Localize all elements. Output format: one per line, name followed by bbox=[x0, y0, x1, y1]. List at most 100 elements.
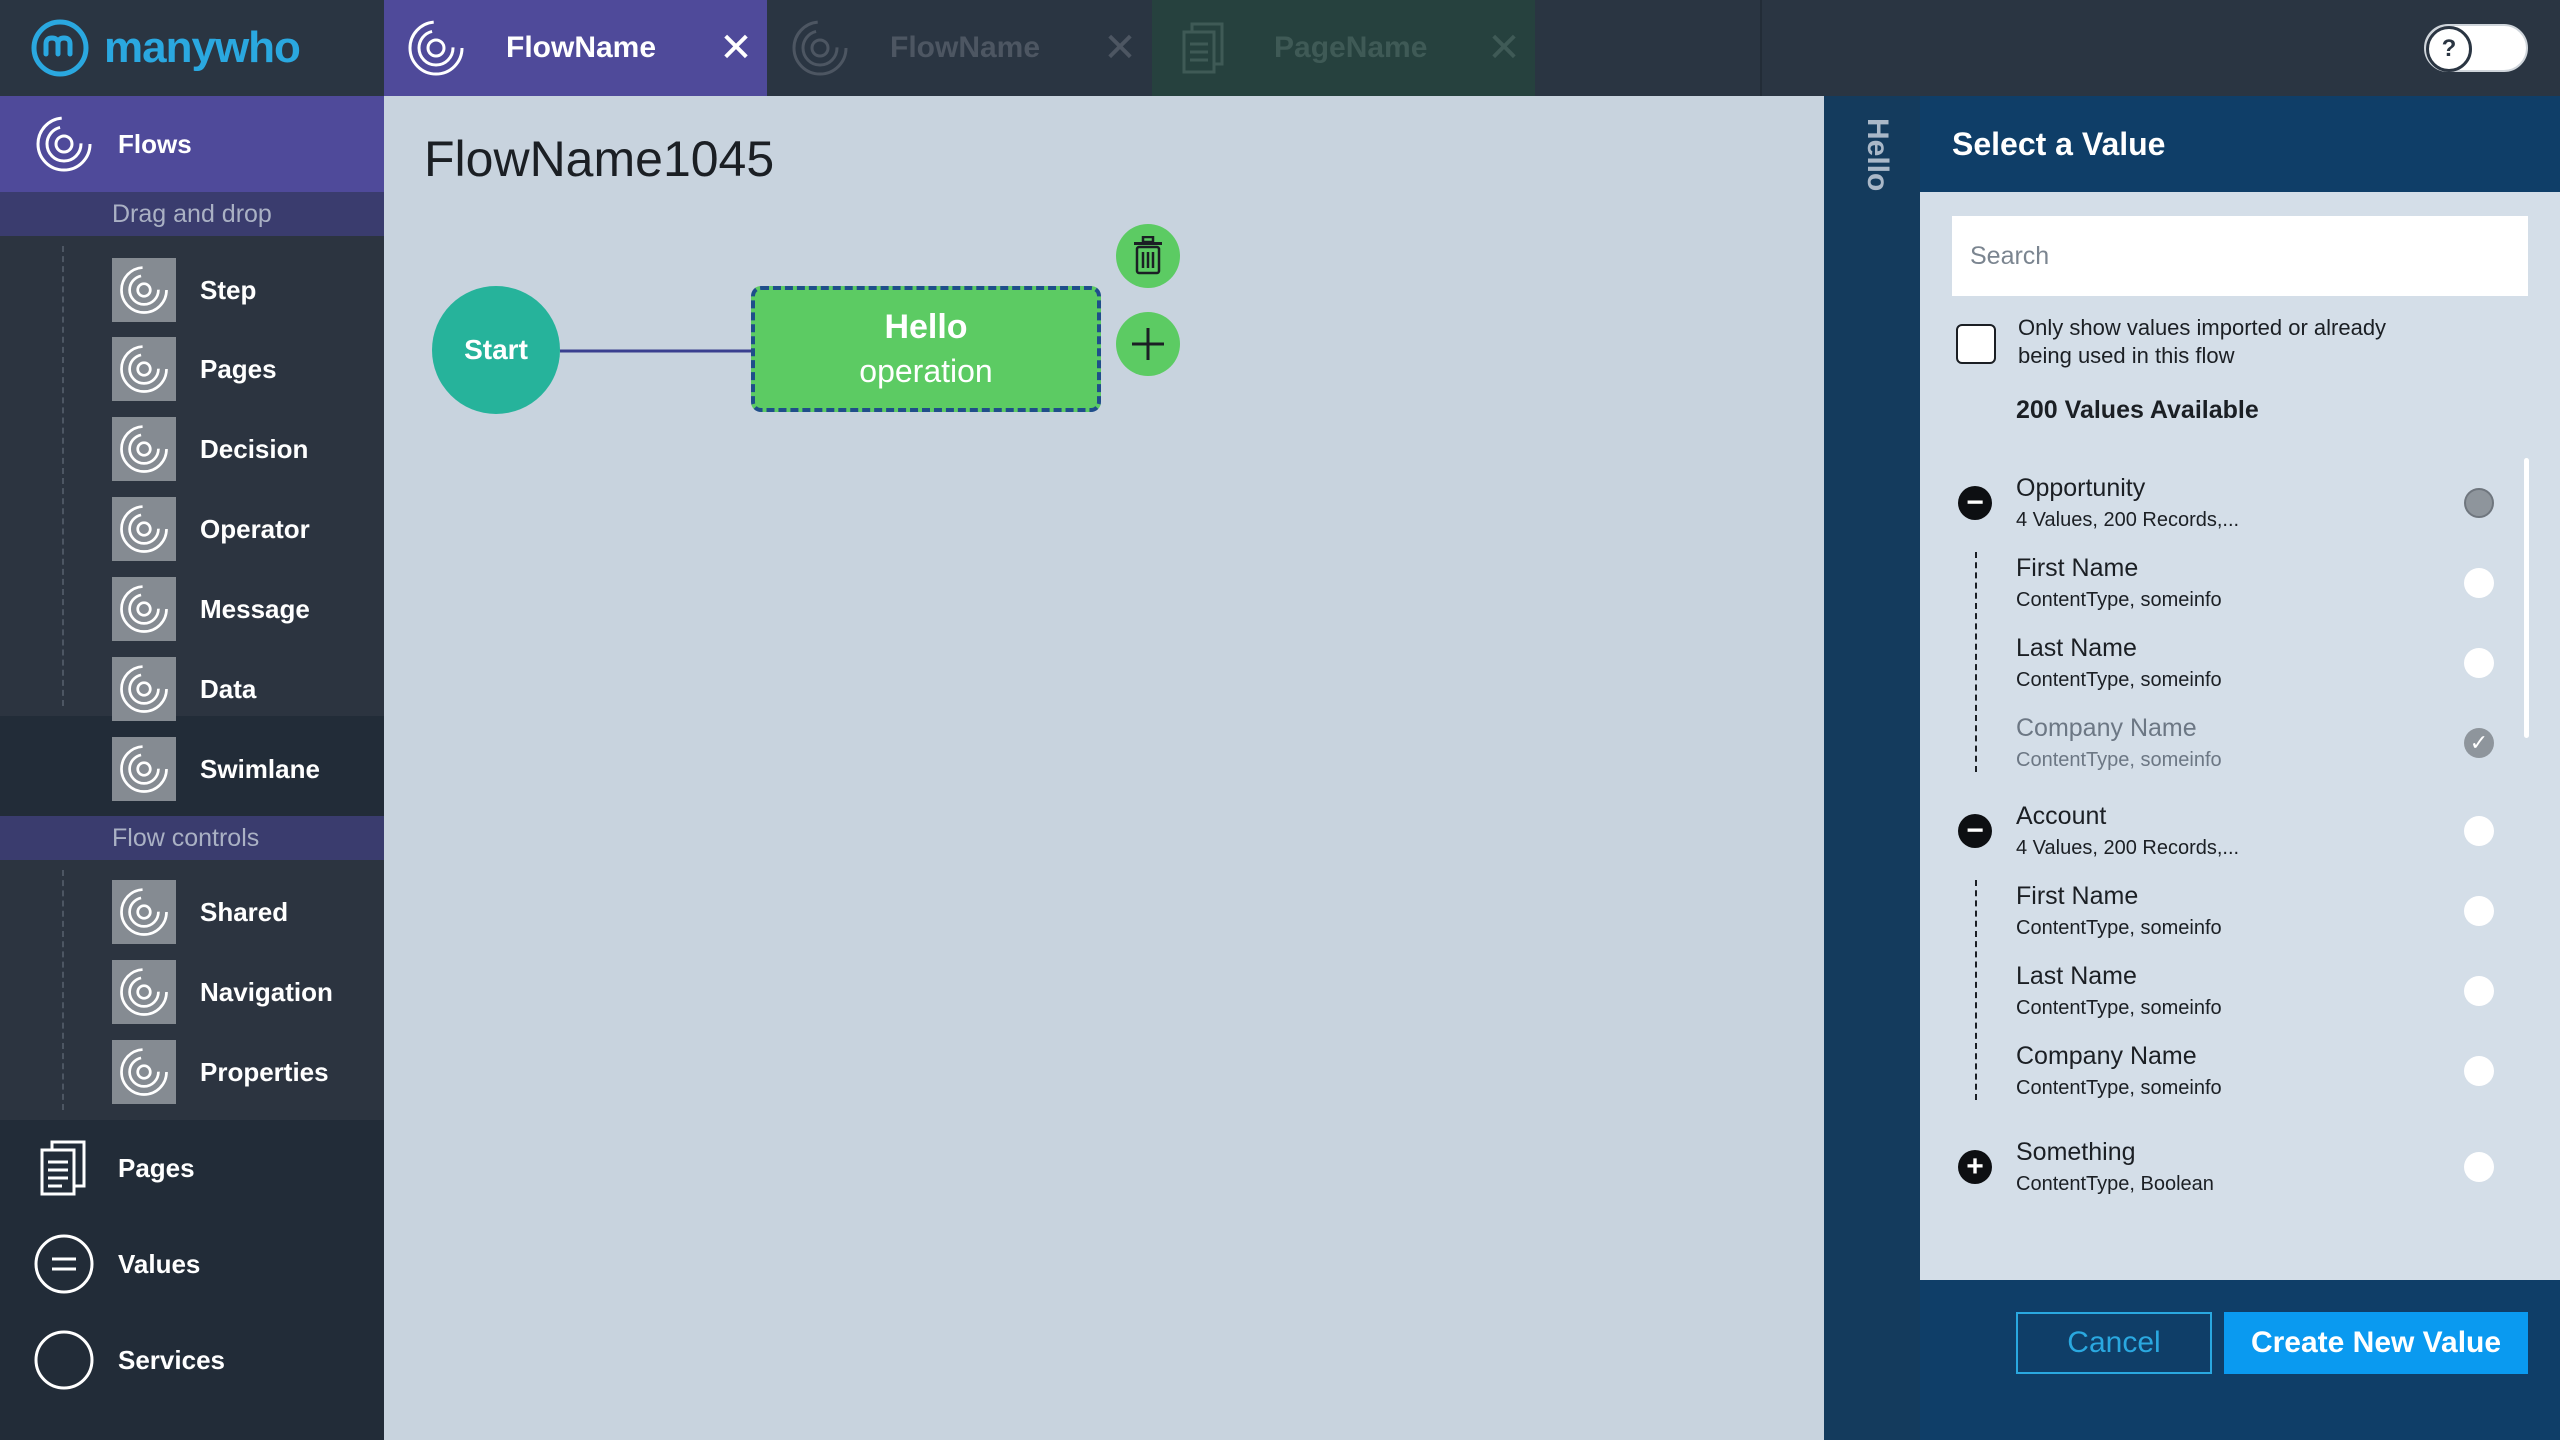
operation-type: operation bbox=[859, 353, 993, 389]
expand-icon[interactable]: + bbox=[1958, 1150, 1992, 1184]
value-group-opportunity[interactable]: Opportunity 4 Values, 200 Records,... bbox=[2016, 474, 2476, 532]
drag-item-step[interactable]: Step bbox=[112, 258, 256, 322]
add-node-button[interactable] bbox=[1116, 312, 1180, 376]
flow-title: FlowName1045 bbox=[424, 131, 775, 187]
operator-icon bbox=[112, 497, 176, 561]
value-group-account[interactable]: Account 4 Values, 200 Records,... bbox=[2016, 802, 2476, 860]
value-select-radio[interactable] bbox=[2464, 816, 2494, 846]
value-meta: ContentType, someinfo bbox=[2016, 589, 2222, 611]
shared-icon bbox=[112, 880, 176, 944]
close-icon[interactable]: ✕ bbox=[719, 26, 753, 70]
drag-item-operator[interactable]: Operator bbox=[112, 497, 310, 561]
tab-flow[interactable]: FlowName ✕ bbox=[768, 0, 1151, 96]
collapsed-panel-strip[interactable]: Hello bbox=[1824, 96, 1920, 1440]
value-meta: ContentType, someinfo bbox=[2016, 1077, 2222, 1099]
sidebar-item-pages[interactable]: Pages bbox=[0, 1120, 384, 1216]
value-select-radio[interactable] bbox=[2464, 648, 2494, 678]
control-item-label: Navigation bbox=[200, 976, 333, 1007]
operation-node[interactable]: Hello operation bbox=[751, 286, 1101, 412]
value-select-radio[interactable] bbox=[2464, 1152, 2494, 1182]
create-new-value-button[interactable]: Create New Value bbox=[2224, 1312, 2528, 1374]
sidebar-item-label: Services bbox=[118, 1344, 225, 1375]
search-input[interactable] bbox=[1952, 216, 2528, 296]
help-toggle[interactable]: ? bbox=[2424, 24, 2528, 72]
operation-name: Hello bbox=[884, 308, 968, 346]
control-item-shared[interactable]: Shared bbox=[112, 880, 288, 944]
control-item-label: Shared bbox=[200, 896, 289, 927]
flow-icon bbox=[408, 20, 464, 76]
drag-item-label: Data bbox=[200, 673, 257, 704]
value-item[interactable]: First Name ContentType, someinfo bbox=[2016, 882, 2476, 940]
value-name: Company Name bbox=[2016, 1042, 2197, 1070]
value-item[interactable]: Company Name ContentType, someinfo bbox=[2016, 1042, 2476, 1100]
collapse-icon[interactable]: − bbox=[1958, 486, 1992, 520]
section-flow-controls: Flow controls bbox=[0, 816, 384, 860]
drag-item-label: Message bbox=[200, 593, 310, 624]
swimlane-icon bbox=[112, 737, 176, 801]
value-item[interactable]: Last Name ContentType, someinfo bbox=[2016, 634, 2476, 692]
value-item[interactable]: First Name ContentType, someinfo bbox=[2016, 554, 2476, 612]
sidebar-item-services[interactable]: Services bbox=[0, 1312, 384, 1408]
cancel-button[interactable]: Cancel bbox=[2016, 1312, 2212, 1374]
data-icon bbox=[112, 657, 176, 721]
value-name: Company Name bbox=[2016, 714, 2197, 742]
drag-item-data[interactable]: Data bbox=[112, 657, 256, 721]
panel-title: Select a Value bbox=[1920, 96, 2560, 192]
flow-icon bbox=[36, 116, 92, 172]
value-item[interactable]: Last Name ContentType, someinfo bbox=[2016, 962, 2476, 1020]
drag-item-label: Step bbox=[200, 274, 257, 305]
drag-item-pages[interactable]: Pages bbox=[112, 337, 277, 401]
value-name: Last Name bbox=[2016, 962, 2137, 990]
drag-item-decision[interactable]: Decision bbox=[112, 417, 308, 481]
value-name: First Name bbox=[2016, 882, 2139, 910]
drag-item-swimlane[interactable]: Swimlane bbox=[112, 737, 320, 801]
value-meta: ContentType, someinfo bbox=[2016, 917, 2222, 939]
value-name: First Name bbox=[2016, 554, 2139, 582]
filter-label: Only show values imported or already bei… bbox=[2018, 315, 2387, 368]
flow-icon bbox=[792, 20, 848, 76]
value-name: Account bbox=[2016, 802, 2107, 830]
value-meta: ContentType, someinfo bbox=[2016, 749, 2222, 771]
tab-label: FlowName bbox=[506, 31, 657, 64]
control-item-label: Properties bbox=[200, 1056, 329, 1087]
panel-footer: Cancel Create New Value bbox=[1920, 1280, 2560, 1440]
value-meta: ContentType, someinfo bbox=[2016, 997, 2222, 1019]
sidebar-item-flows[interactable]: Flows bbox=[0, 96, 384, 192]
group-tree-line bbox=[1975, 880, 1977, 1100]
close-icon[interactable]: ✕ bbox=[1103, 26, 1137, 70]
value-select-radio[interactable] bbox=[2464, 976, 2494, 1006]
tab-flow-active[interactable]: FlowName ✕ bbox=[384, 0, 767, 96]
tab-page[interactable]: PageName ✕ bbox=[1152, 0, 1535, 96]
value-select-radio[interactable] bbox=[2464, 896, 2494, 926]
sidebar-item-values[interactable]: Values bbox=[0, 1216, 384, 1312]
collapsed-panel-label: Hello bbox=[1861, 118, 1894, 192]
filter-checkbox[interactable] bbox=[1956, 324, 1996, 364]
tab-label: PageName bbox=[1274, 31, 1428, 64]
page-icon bbox=[1182, 22, 1224, 74]
step-icon bbox=[112, 258, 176, 322]
scrollbar[interactable] bbox=[2524, 458, 2529, 738]
delete-node-button[interactable] bbox=[1116, 224, 1180, 288]
value-group-something[interactable]: Something ContentType, Boolean bbox=[2016, 1138, 2476, 1196]
select-value-panel: Select a Value Only show values imported… bbox=[1920, 96, 2560, 1440]
drag-item-message[interactable]: Message bbox=[112, 577, 310, 641]
control-item-properties[interactable]: Properties bbox=[112, 1040, 329, 1104]
close-icon[interactable]: ✕ bbox=[1487, 26, 1521, 70]
logo[interactable]: manywho bbox=[30, 16, 301, 80]
value-select-radio[interactable] bbox=[2464, 568, 2494, 598]
controls-section-body bbox=[0, 860, 384, 1120]
checkmark-icon[interactable]: ✓ bbox=[2464, 728, 2494, 758]
value-select-radio[interactable] bbox=[2464, 1056, 2494, 1086]
filter-row[interactable]: Only show values imported or already bei… bbox=[1956, 314, 2438, 370]
properties-icon bbox=[112, 1040, 176, 1104]
value-item-selected[interactable]: Company Name ContentType, someinfo bbox=[2016, 714, 2476, 772]
group-tree-line bbox=[1975, 552, 1977, 772]
start-node[interactable]: Start bbox=[432, 286, 560, 414]
decision-icon bbox=[112, 417, 176, 481]
manywho-logo-icon bbox=[31, 19, 89, 77]
flow-canvas[interactable]: FlowName1045 Start Hello operation bbox=[384, 96, 1824, 1440]
value-select-radio[interactable] bbox=[2464, 488, 2494, 518]
message-icon bbox=[112, 577, 176, 641]
collapse-icon[interactable]: − bbox=[1958, 814, 1992, 848]
control-item-navigation[interactable]: Navigation bbox=[112, 960, 333, 1024]
